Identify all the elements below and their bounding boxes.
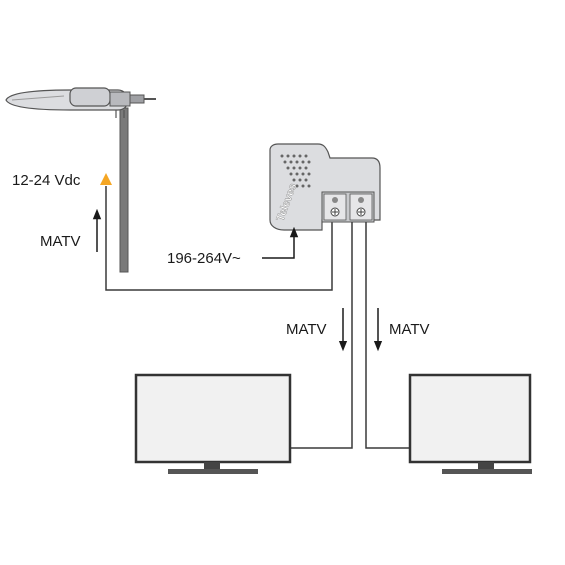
mains-voltage-label: 196-264V~ (167, 250, 241, 267)
tv-right-screen (408, 373, 532, 464)
matv-right-label: MATV (389, 321, 430, 338)
tv-icon (134, 373, 292, 474)
tv-left-base (168, 469, 258, 474)
tv-left-cable (290, 222, 353, 449)
tv-left-screen (134, 373, 292, 464)
mains-arrow-icon (262, 226, 299, 259)
tv-right-cable (365, 222, 410, 449)
dc-voltage-label: 12-24 Vdc (12, 172, 81, 189)
tv-right-base (442, 469, 532, 474)
matv-left-label: MATV (286, 321, 327, 338)
amplifier-icon: Televes (269, 143, 381, 231)
tv-icon (408, 373, 532, 474)
tv-left-stand (204, 462, 220, 469)
tv-right-stand (478, 462, 494, 469)
matv-up-label: MATV (40, 233, 81, 250)
antenna-icon (5, 87, 156, 118)
antenna-cable (105, 186, 333, 291)
power-arrow-icon (100, 173, 112, 185)
antenna-mast (119, 107, 129, 273)
